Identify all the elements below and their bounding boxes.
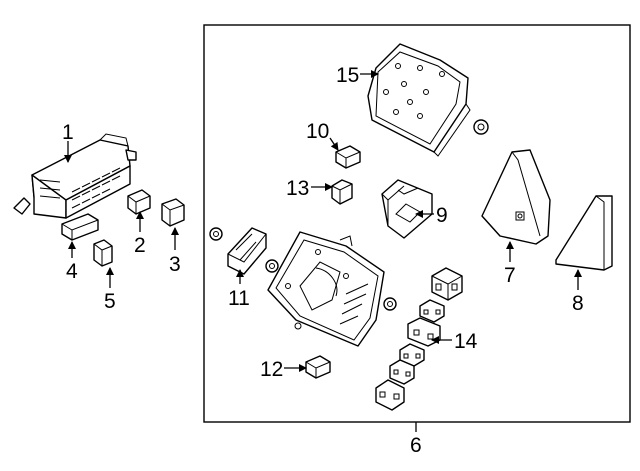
callout-13: 13 [286, 177, 309, 200]
part-12-block[interactable] [305, 355, 331, 379]
callout-2: 2 [134, 234, 146, 257]
callout-9: 9 [436, 204, 448, 227]
callout-14: 14 [454, 330, 478, 353]
part-15-cover[interactable] [367, 43, 471, 157]
part-10-clip[interactable] [335, 145, 361, 169]
part-11-bracket[interactable] [227, 227, 267, 275]
leader-10 [329, 137, 339, 151]
part-13-clip[interactable] [331, 179, 353, 205]
part-4-fuse[interactable] [61, 213, 99, 241]
callout-12: 12 [260, 358, 283, 381]
part-7-cover[interactable] [481, 149, 551, 245]
part-3-relay[interactable] [161, 198, 185, 227]
part-8-panel[interactable] [555, 195, 613, 271]
callout-8: 8 [572, 292, 584, 315]
nut [383, 297, 397, 311]
nut [265, 259, 279, 273]
callout-4: 4 [66, 260, 78, 283]
callout-1: 1 [62, 121, 74, 144]
part-14-terminal-stack[interactable] [375, 267, 463, 411]
nut [209, 227, 223, 241]
callout-15: 15 [336, 64, 359, 87]
callout-5: 5 [104, 290, 116, 313]
callout-11: 11 [228, 287, 250, 310]
assembly-frame [203, 24, 631, 423]
part-2-relay[interactable] [127, 189, 151, 215]
part-1-fuse-box[interactable] [13, 133, 137, 219]
callout-6: 6 [410, 434, 422, 457]
part-5-fuse[interactable] [93, 239, 113, 267]
part-9-module[interactable] [381, 179, 433, 239]
callout-7: 7 [504, 264, 516, 287]
callout-3: 3 [169, 253, 181, 276]
callout-10: 10 [306, 120, 329, 143]
nut [473, 119, 489, 135]
main-fuse-box[interactable] [267, 231, 385, 347]
